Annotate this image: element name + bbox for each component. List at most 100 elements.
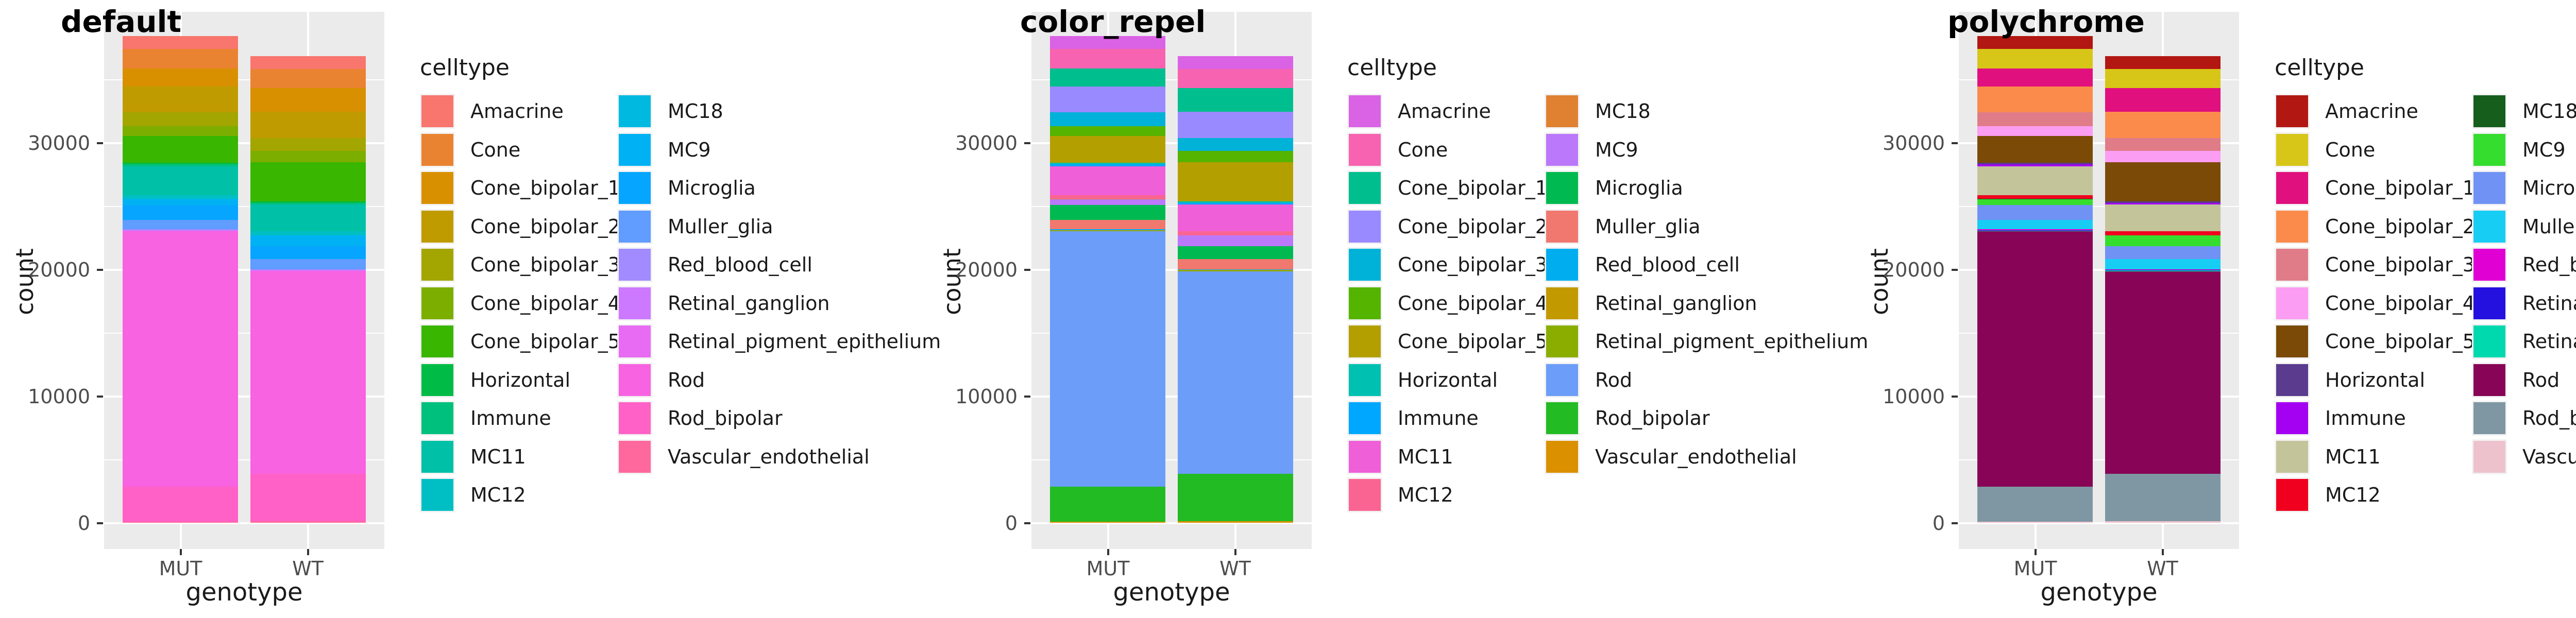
bar-segment-MC18 — [2105, 235, 2221, 236]
gridline-major — [1959, 142, 2239, 144]
x-tick-label-WT: WT — [2147, 557, 2178, 580]
legend-label-MC18: MC18 — [668, 100, 723, 123]
legend-label-MC9: MC9 — [2522, 138, 2566, 161]
bar-segment-Microglia — [1977, 205, 2093, 220]
legend-swatch-Cone_bipolar_1 — [1347, 170, 1382, 205]
legend-label-Cone_bipolar_4: Cone_bipolar_4 — [470, 291, 620, 315]
bar-segment-Cone_bipolar_4 — [250, 151, 366, 162]
y-tick — [1024, 268, 1030, 271]
y-tick — [1024, 522, 1030, 524]
chart-title: default — [61, 4, 182, 39]
bar-segment-MC9 — [123, 199, 238, 205]
legend-swatch-Cone_bipolar_4 — [1347, 285, 1382, 321]
legend-label-MC12: MC12 — [470, 484, 526, 506]
bar-segment-Amacrine — [2105, 56, 2221, 70]
y-tick-label: 30000 — [28, 131, 90, 154]
legend-swatch-Cone — [420, 132, 455, 167]
legend-swatch-Microglia — [2472, 170, 2507, 205]
legend-swatch-MC9 — [2472, 132, 2507, 167]
y-tick — [1024, 395, 1030, 398]
legend-swatch-Retinal_ganglion — [617, 285, 652, 321]
gridline-major — [1031, 522, 1312, 524]
legend-swatch-Red_blood_cell — [617, 247, 652, 282]
x-tick-label-WT: WT — [1219, 557, 1251, 580]
bar-segment-Retinal_ganglion — [1050, 230, 1165, 231]
plot-panel — [1031, 12, 1312, 549]
bar-WT — [250, 56, 366, 523]
bar-segment-Cone_bipolar_3 — [1178, 138, 1293, 151]
bar-WT — [1178, 56, 1293, 523]
bar-segment-MC11 — [123, 166, 238, 196]
bar-segment-Cone_bipolar_2 — [1178, 112, 1293, 138]
bar-segment-Vascular_endothelial — [250, 521, 366, 523]
legend-swatch-Cone_bipolar_4 — [420, 285, 455, 321]
bar-segment-Cone_bipolar_1 — [1050, 68, 1165, 87]
legend-label-Cone: Cone — [2325, 138, 2376, 161]
legend-swatch-Vascular_endothelial — [2472, 439, 2507, 474]
legend-label-Cone: Cone — [1398, 138, 1448, 161]
bar-segment-MC11 — [1178, 204, 1293, 232]
legend-label-Horizontal: Horizontal — [470, 368, 571, 391]
bar-segment-Cone_bipolar_1 — [123, 68, 238, 87]
bar-segment-Rod_bipolar — [123, 486, 238, 522]
legend-swatch-MC11 — [2275, 439, 2310, 474]
bar-segment-Horizontal — [250, 201, 366, 203]
legend-swatch-Cone_bipolar_2 — [1347, 209, 1382, 244]
legend-label-Cone_bipolar_2: Cone_bipolar_2 — [1398, 215, 1548, 238]
bar-segment-Immune — [1977, 164, 2093, 166]
gridline-minor — [104, 332, 384, 334]
gridline-minor — [1031, 332, 1312, 334]
gridline-major — [104, 522, 384, 524]
bar-segment-Microglia — [123, 205, 238, 220]
gridline-major — [1031, 268, 1312, 271]
bar-WT — [2105, 56, 2221, 523]
legend-swatch-Cone_bipolar_2 — [420, 209, 455, 244]
bar-segment-Cone_bipolar_2 — [1050, 87, 1165, 113]
legend-label-MC9: MC9 — [1595, 138, 1638, 161]
bar-segment-Rod — [2105, 271, 2221, 474]
bar-segment-Cone_bipolar_4 — [1977, 126, 2093, 136]
gridline-major — [104, 268, 384, 271]
y-tick — [1024, 142, 1030, 144]
legend-label-Cone_bipolar_1: Cone_bipolar_1 — [470, 177, 620, 199]
bar-segment-Cone_bipolar_2 — [123, 87, 238, 113]
legend-label-Muller_glia: Muller_glia — [2522, 215, 2576, 238]
y-tick-label: 30000 — [1883, 131, 1945, 154]
legend-label-Horizontal: Horizontal — [1398, 368, 1498, 391]
legend-label-Retinal_pigment_epithelium: Retinal_pigment_epithelium — [1595, 330, 1869, 353]
x-axis-title: genotype — [185, 578, 303, 607]
bar-segment-MC12 — [123, 195, 238, 199]
legend-swatch-Rod_bipolar — [617, 401, 652, 436]
gridline-minor — [104, 79, 384, 80]
y-tick — [1952, 522, 1958, 524]
legend-swatch-MC9 — [617, 132, 652, 167]
legend-label-MC18: MC18 — [1595, 100, 1651, 123]
bar-segment-Vascular_endothelial — [1050, 522, 1165, 523]
x-tick — [179, 549, 182, 555]
bar-segment-Muller_glia — [1178, 259, 1293, 269]
bar-segment-Immune — [250, 202, 366, 205]
gridline-minor — [104, 459, 384, 460]
legend-swatch-Cone_bipolar_5 — [420, 324, 455, 359]
legend-label-Vascular_endothelial: Vascular_endothelial — [2522, 445, 2576, 468]
legend-swatch-Amacrine — [2275, 94, 2310, 129]
legend-swatch-Retinal_ganglion — [1545, 285, 1580, 321]
legend-label-Rod_bipolar: Rod_bipolar — [2522, 407, 2576, 430]
legend-swatch-Retinal_pigment_epithelium — [1545, 324, 1580, 359]
bar-segment-Cone — [123, 49, 238, 69]
legend-title: celltype — [420, 55, 510, 81]
legend-swatch-Amacrine — [420, 94, 455, 129]
bar-segment-Rod_bipolar — [1977, 486, 2093, 522]
plot-panel — [1959, 12, 2239, 549]
legend-swatch-Cone_bipolar_3 — [2275, 247, 2310, 282]
legend-label-MC12: MC12 — [1398, 484, 1453, 506]
legend-label-Cone_bipolar_5: Cone_bipolar_5 — [2325, 330, 2475, 353]
bar-segment-Cone_bipolar_2 — [1977, 87, 2093, 113]
bar-segment-MC12 — [1050, 195, 1165, 199]
bar-segment-MC18 — [1178, 235, 1293, 236]
bar-segment-Cone_bipolar_5 — [2105, 162, 2221, 202]
bar-segment-MC11 — [250, 204, 366, 232]
legend-label-Cone_bipolar_2: Cone_bipolar_2 — [2325, 215, 2475, 238]
bar-segment-Cone_bipolar_5 — [250, 162, 366, 202]
